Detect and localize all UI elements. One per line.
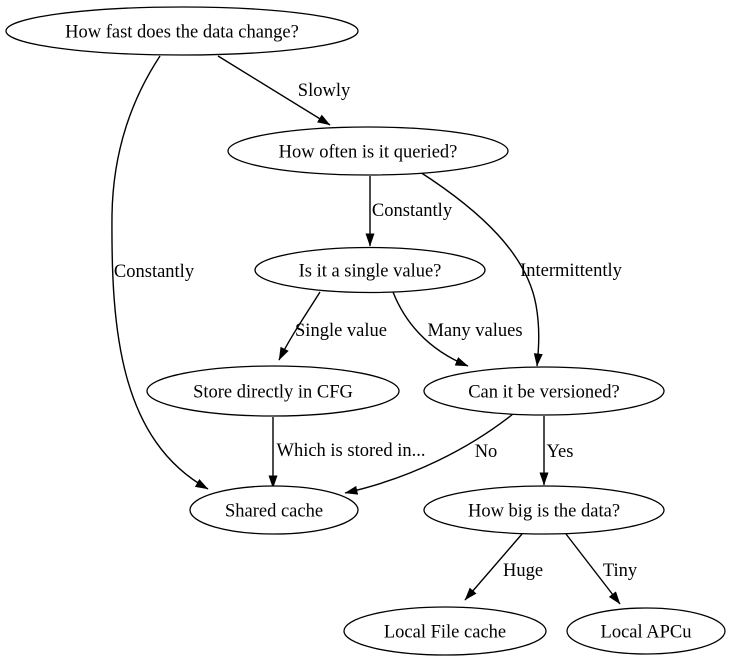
node-how-fast-label: How fast does the data change? [65, 23, 299, 43]
edge-label-intermittently: Intermittently [520, 261, 622, 281]
edge-huge-arrow [464, 533, 523, 601]
node-single-value-question-ellipse [254, 246, 486, 294]
node-how-often: How often is it queried? [227, 126, 509, 176]
edge-label-huge: Huge [503, 561, 543, 581]
node-how-big-label: How big is the data? [468, 502, 620, 522]
edge-label-slowly: Slowly [298, 81, 351, 101]
node-local-file-ellipse [343, 606, 547, 656]
node-single-value-question-label: Is it a single value? [299, 262, 442, 282]
edge-many-values-arrow [392, 291, 469, 367]
edge-label-tiny: Tiny [603, 561, 638, 581]
edge-single-value-arrow [278, 291, 321, 361]
edge-group [111, 55, 621, 605]
node-how-fast-ellipse [5, 6, 359, 56]
edge-label-yes: Yes [547, 442, 574, 462]
node-shared-cache: Shared cache [189, 485, 359, 535]
edge-label-no: No [475, 442, 498, 462]
node-shared-cache-ellipse [189, 485, 359, 535]
node-local-file-label: Local File cache [384, 623, 506, 643]
node-store-cfg-label: Store directly in CFG [193, 383, 353, 403]
edge-label-which-stored: Which is stored in... [276, 441, 425, 461]
node-how-often-label: How often is it queried? [279, 143, 458, 163]
edge-intermittently-arrow [419, 171, 543, 367]
edge-label-constantly-mid: Constantly [372, 201, 453, 221]
edge-label-group: Slowly Constantly Constantly Intermitten… [114, 81, 638, 581]
node-single-value-question: Is it a single value? [254, 246, 486, 294]
node-versioned-ellipse [423, 366, 665, 416]
node-versioned-label: Can it be versioned? [468, 383, 620, 403]
node-store-cfg: Store directly in CFG [146, 365, 400, 417]
edge-tiny-arrow [565, 533, 621, 605]
edge-label-constantly-left: Constantly [114, 262, 195, 282]
edge-label-many-values: Many values [427, 321, 522, 341]
node-how-often-ellipse [227, 126, 509, 176]
edge-no-arrow [344, 413, 514, 495]
node-versioned: Can it be versioned? [423, 366, 665, 416]
node-local-apcu-ellipse [566, 607, 726, 655]
edge-constantly-left-arrow [111, 55, 209, 490]
node-how-big-ellipse [423, 485, 665, 535]
node-shared-cache-label: Shared cache [225, 502, 323, 522]
node-local-apcu: Local APCu [566, 607, 726, 655]
node-how-big: How big is the data? [423, 485, 665, 535]
edge-label-single-value: Single value [295, 321, 387, 341]
node-local-apcu-label: Local APCu [601, 623, 692, 643]
node-local-file: Local File cache [343, 606, 547, 656]
edge-slowly-arrow [217, 55, 331, 126]
node-how-fast: How fast does the data change? [5, 6, 359, 56]
node-store-cfg-ellipse [146, 365, 400, 417]
